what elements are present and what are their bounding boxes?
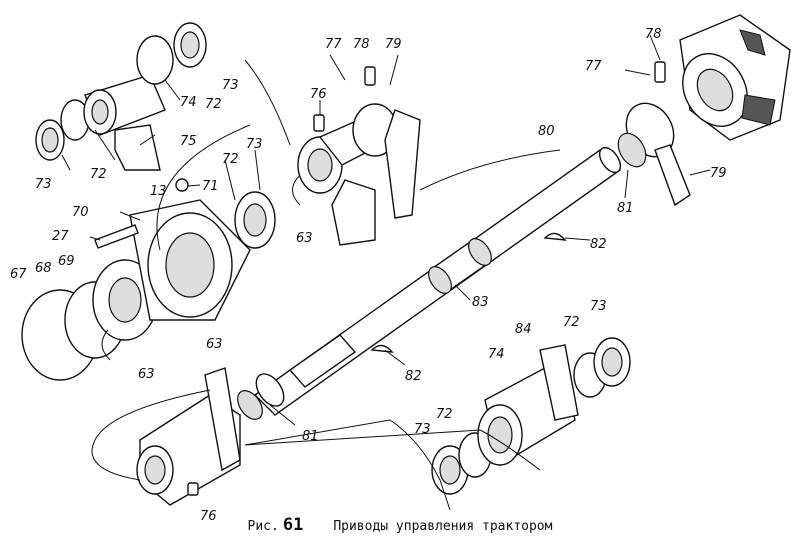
callout-75: 75 (180, 134, 197, 149)
callout-73: 73 (35, 177, 52, 192)
callout-72: 72 (205, 97, 222, 112)
callout-72: 72 (436, 407, 453, 422)
caption-title: Приводы управления трактором (333, 519, 553, 534)
callout-72: 72 (90, 167, 107, 182)
callout-13: 13 (150, 184, 167, 199)
callout-76: 76 (200, 509, 217, 524)
callout-72: 72 (222, 152, 239, 167)
callout-73: 73 (414, 422, 431, 437)
callout-71: 71 (202, 179, 219, 194)
callout-77: 77 (585, 59, 602, 74)
callout-63: 63 (138, 367, 155, 382)
lower-right-bushing-group (431, 337, 631, 495)
caption-prefix: Рис. (247, 519, 279, 534)
callout-82: 82 (405, 369, 422, 384)
lower-spline (237, 373, 285, 420)
callout-27: 27 (52, 229, 69, 244)
callout-81: 81 (302, 429, 319, 444)
callout-68: 68 (35, 261, 52, 276)
callout-67: 67 (10, 267, 27, 282)
lower-lever-housing (136, 367, 241, 506)
callout-73: 73 (246, 137, 263, 152)
woodruff-key-lower (370, 344, 394, 353)
callout-74: 74 (180, 95, 197, 110)
main-shaft (253, 146, 622, 416)
woodruff-key-upper (543, 232, 567, 241)
callout-73: 73 (590, 299, 607, 314)
callout-84: 84 (515, 322, 532, 337)
callout-80: 80 (538, 124, 555, 139)
callout-labels: 73 72 74 72 73 75 77 78 79 76 73 72 13 7… (10, 27, 727, 524)
callout-63: 63 (206, 337, 223, 352)
callout-81: 81 (617, 201, 634, 216)
callout-74: 74 (488, 347, 505, 362)
snap-ring-left (101, 329, 111, 361)
caption-figure-number: 61 (282, 515, 304, 535)
assembly-lines (91, 59, 561, 511)
callout-69: 69 (58, 254, 75, 269)
callout-63: 63 (296, 231, 313, 246)
figure-caption: Рис.61 Приводы управления трактором (0, 515, 800, 535)
callout-72: 72 (563, 315, 580, 330)
callout-83: 83 (472, 295, 489, 310)
callout-70: 70 (72, 205, 89, 220)
upper-left-bushing-group (35, 22, 207, 171)
leader-lines (61, 34, 711, 426)
callout-82: 82 (590, 237, 607, 252)
callout-78: 78 (645, 27, 662, 42)
callout-73: 73 (222, 78, 239, 93)
upper-middle-lever-assembly (297, 66, 421, 246)
upper-right-lever-assembly (617, 14, 791, 207)
callout-78: 78 (353, 37, 370, 52)
callout-79: 79 (710, 166, 727, 181)
snap-ring-upper (292, 174, 301, 206)
left-bearing-housing-group (21, 178, 276, 381)
callout-77: 77 (325, 37, 342, 52)
callout-76: 76 (310, 87, 327, 102)
callout-79: 79 (385, 37, 402, 52)
